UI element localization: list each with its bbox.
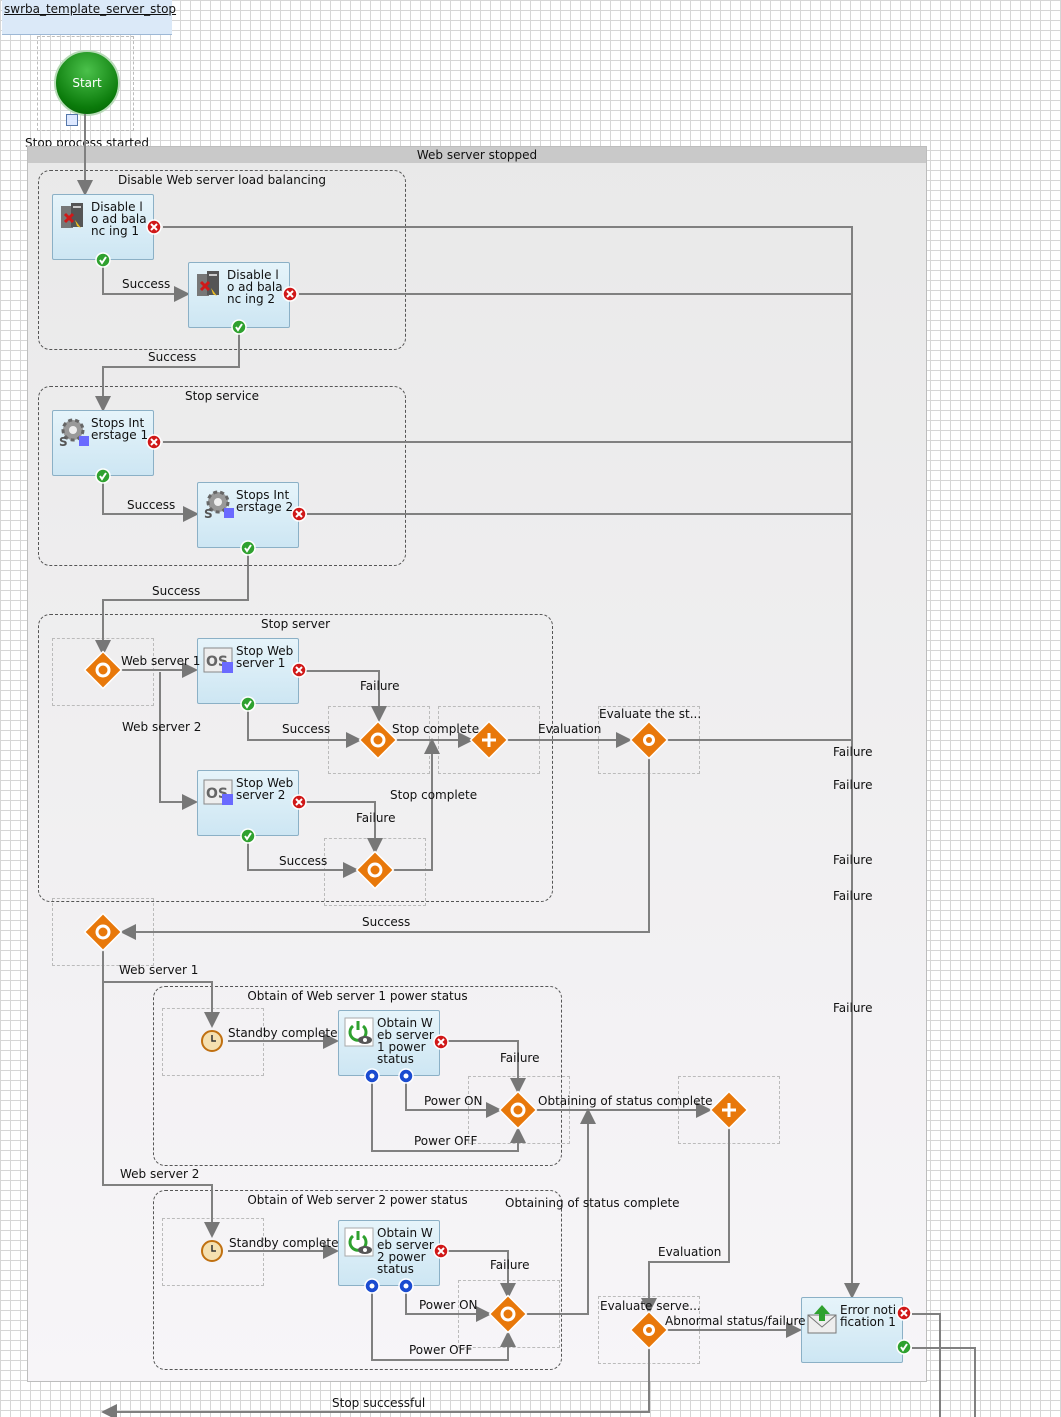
os-icon: OS	[203, 647, 233, 673]
join-gateway-2[interactable]	[709, 1090, 749, 1130]
edge-label: Success	[362, 915, 411, 929]
os-icon: OS	[203, 779, 233, 805]
process-tab-title: swrba_template_server_stop	[4, 2, 177, 16]
edge-label: Obtaining of status complete	[538, 1094, 713, 1108]
merge-gateway-obtain-2[interactable]	[488, 1294, 528, 1334]
task-label: Error noti fication 1	[840, 1303, 897, 1329]
start-node[interactable]: Start	[54, 50, 120, 116]
task-disable-lb-1[interactable]: Disable lo ad balanc ing 1	[52, 194, 154, 260]
edge-label: Standby complete	[228, 1026, 338, 1040]
evaluate-server-label: Evaluate serve...	[600, 1299, 701, 1313]
group-obtain-2: Obtain of Web server 2 power status	[153, 1190, 562, 1370]
task-label: Stop Web server 2	[236, 776, 294, 802]
task-disable-lb-2[interactable]: Disable lo ad balanc ing 2	[188, 262, 290, 328]
edge-label: Failure	[833, 1001, 873, 1015]
edge-label: Web server 1	[121, 654, 201, 668]
edge-label: Failure	[360, 679, 400, 693]
server-disable-icon	[61, 203, 83, 228]
svg-text:S: S	[59, 435, 68, 448]
merge-gateway-stop-complete-2[interactable]	[355, 850, 395, 890]
task-stops-interstage-1[interactable]: S Stops Int erstage 1	[52, 410, 154, 476]
edge-label: Success	[122, 277, 171, 291]
edge-label: Success	[152, 584, 201, 598]
task-label: Stops Int erstage 1	[91, 416, 149, 442]
edge-label: Power OFF	[414, 1134, 478, 1148]
task-stop-web-server-2[interactable]: OS Stop Web server 2	[197, 770, 299, 836]
task-label: Stops Int erstage 2	[236, 488, 294, 514]
web-server-stopped-container: Web server stopped	[27, 146, 927, 1382]
edge-label: Success	[127, 498, 176, 512]
task-obtain-web-server-2[interactable]: Obtain W eb server 2 power status	[338, 1220, 440, 1286]
task-label: Obtain W eb server 1 power status	[377, 1016, 434, 1066]
task-stop-web-server-1[interactable]: OS Stop Web server 1	[197, 638, 299, 704]
edge-label: Evaluation	[658, 1245, 722, 1259]
edge-label: Failure	[490, 1258, 530, 1272]
merge-gateway-obtain-1[interactable]	[498, 1090, 538, 1130]
task-obtain-web-server-1[interactable]: Obtain W eb server 1 power status	[338, 1010, 440, 1076]
edge-label: Stop complete	[392, 722, 480, 736]
edge-label: Web server 2	[122, 720, 202, 734]
merge-gateway-stop-complete-1[interactable]	[358, 720, 398, 760]
edge-label: Success	[148, 350, 197, 364]
gear-icon: S	[204, 490, 234, 520]
edge-label: Stop successful	[332, 1396, 426, 1410]
group-title: Disable Web server load balancing	[118, 173, 326, 187]
edge-label: Power ON	[424, 1094, 483, 1108]
container-title: Web server stopped	[28, 147, 926, 163]
edge-label: Failure	[833, 778, 873, 792]
edge-label: Abnormal status/failure	[665, 1314, 806, 1328]
edge-label: Failure	[833, 745, 873, 759]
task-label: Disable lo ad balanc ing 1	[91, 200, 147, 238]
edge-label: Success	[282, 722, 331, 736]
table-icon	[66, 114, 78, 126]
server-disable-icon	[197, 271, 219, 296]
group-title: Stop service	[184, 389, 260, 403]
edge-label: Success	[279, 854, 328, 868]
branch-gateway[interactable]	[83, 650, 123, 690]
edge-label: Failure	[833, 889, 873, 903]
edge-label: Web server 2	[120, 1167, 200, 1181]
svg-text:S: S	[204, 507, 213, 520]
task-error-notification[interactable]: Error noti fication 1	[801, 1297, 903, 1363]
standby-timer-2[interactable]	[201, 1240, 223, 1262]
power-status-icon	[344, 1227, 374, 1257]
edge-label: Web server 1	[119, 963, 199, 977]
task-label: Obtain W eb server 2 power status	[377, 1226, 434, 1276]
standby-timer-1[interactable]	[201, 1030, 223, 1052]
task-label: Stop Web server 1	[236, 644, 294, 670]
branch-gateway-2[interactable]	[83, 912, 123, 952]
edge-label: Power OFF	[409, 1343, 473, 1357]
process-tab[interactable]: swrba_template_server_stop	[2, 0, 177, 35]
join-gateway[interactable]	[469, 720, 509, 760]
mail-upload-icon	[807, 1305, 837, 1334]
edge-label: Obtaining of status complete	[505, 1196, 680, 1210]
edge-label: Failure	[500, 1051, 540, 1065]
edge-label: Standby complete	[229, 1236, 339, 1250]
edge-label: Power ON	[419, 1298, 478, 1312]
evaluate-state-label: Evaluate the st...	[599, 707, 702, 721]
group-stop-service: Stop service	[38, 386, 406, 566]
evaluate-server-gateway[interactable]	[629, 1310, 669, 1350]
group-stop-server: Stop server	[38, 614, 553, 902]
power-status-icon	[344, 1017, 374, 1047]
edge-label: Stop complete	[390, 788, 478, 802]
edge-label: Failure	[356, 811, 396, 825]
gear-icon: S	[59, 418, 89, 448]
edge-label: Failure	[833, 853, 873, 867]
evaluate-gateway[interactable]	[629, 720, 669, 760]
group-title: Stop server	[260, 617, 331, 631]
group-title: Obtain of Web server 1 power status	[247, 989, 468, 1003]
group-title: Obtain of Web server 2 power status	[247, 1193, 468, 1207]
group-disable-lb: Disable Web server load balancing	[38, 170, 406, 350]
start-label: Start	[72, 76, 102, 90]
edge-label: Evaluation	[538, 722, 602, 736]
task-label: Disable lo ad balanc ing 2	[227, 268, 283, 306]
